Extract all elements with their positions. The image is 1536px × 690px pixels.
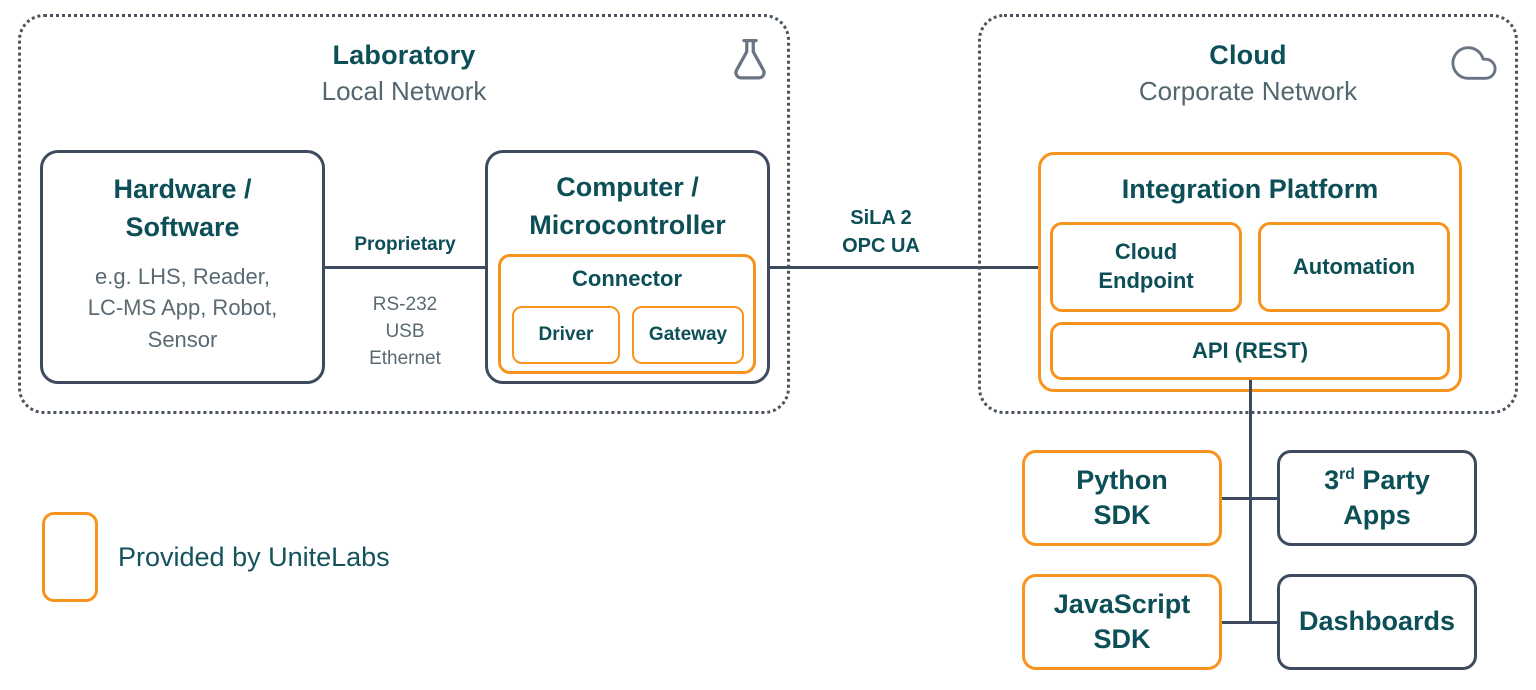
cloud-icon <box>1451 46 1497 80</box>
api-rest-box: API (REST) <box>1050 322 1450 380</box>
protocol-ethernet: Ethernet <box>369 347 441 369</box>
hardware-software-title: Hardware / Software <box>43 171 322 247</box>
third-party-apps-label: 3rd Party Apps <box>1280 453 1474 543</box>
gateway-box: Gateway <box>632 306 744 364</box>
computer-title-line1: Computer / <box>556 172 699 202</box>
laboratory-title: Laboratory <box>332 40 476 70</box>
hardware-title-line1: Hardware / <box>113 174 252 204</box>
cloud-header: Cloud Corporate Network <box>978 38 1518 108</box>
dashboards-box: Dashboards <box>1277 574 1477 670</box>
gateway-label: Gateway <box>648 324 728 345</box>
hardware-desc-line3: Sensor <box>147 327 218 353</box>
api-consumers-trunk-line <box>1249 380 1252 623</box>
legend-swatch <box>42 512 98 602</box>
wan-protocol-label: SiLA 2 OPC UA <box>810 204 952 260</box>
third-party-apps-box: 3rd Party Apps <box>1277 450 1477 546</box>
cloud-title: Cloud <box>1209 40 1287 70</box>
hardware-desc-line1: e.g. LHS, Reader, <box>95 263 270 289</box>
proprietary-label: Proprietary <box>325 234 485 256</box>
automation-box: Automation <box>1258 222 1450 312</box>
hardware-computer-link-line <box>325 266 485 269</box>
dashboards-label: Dashboards <box>1298 606 1456 637</box>
hardware-software-examples: e.g. LHS, Reader, LC-MS App, Robot, Sens… <box>43 261 322 357</box>
automation-label: Automation <box>1292 253 1416 279</box>
javascript-sdk-line2: SDK <box>1093 624 1151 654</box>
consumers-row1-stub-line <box>1222 497 1277 500</box>
javascript-sdk-box: JavaScript SDK <box>1022 574 1222 670</box>
lab-cloud-link-line <box>770 266 1038 269</box>
laboratory-subtitle: Local Network <box>321 75 487 106</box>
third-party-number: 3 <box>1324 464 1340 495</box>
third-party-line1: 3rd Party <box>1324 463 1430 498</box>
cloud-subtitle: Corporate Network <box>1138 75 1358 106</box>
laboratory-header: Laboratory Local Network <box>18 38 790 108</box>
javascript-sdk-label: JavaScript SDK <box>1025 577 1219 667</box>
protocol-labels: RS-232 USB Ethernet <box>325 288 485 373</box>
flask-icon <box>734 39 766 80</box>
hardware-software-box: Hardware / Software e.g. LHS, Reader, LC… <box>40 150 325 384</box>
computer-title: Computer / Microcontroller <box>488 169 767 245</box>
legend-label: Provided by UniteLabs <box>118 541 390 572</box>
hardware-desc-line2: LC-MS App, Robot, <box>87 295 278 321</box>
cloud-endpoint-line2: Endpoint <box>1098 268 1194 293</box>
python-sdk-line1: Python <box>1076 464 1168 495</box>
protocol-list: RS-232 USB Ethernet <box>325 292 485 373</box>
cloud-endpoint-box: Cloud Endpoint <box>1050 222 1242 312</box>
protocol-usb: USB <box>385 320 425 342</box>
wan-label-sila2: SiLA 2 <box>850 207 912 229</box>
cloud-endpoint-label: Cloud Endpoint <box>1053 225 1239 309</box>
proprietary-label-text: Proprietary <box>354 234 456 255</box>
hardware-title-line2: Software <box>125 211 240 242</box>
python-sdk-label: Python SDK <box>1025 453 1219 543</box>
protocol-rs232: RS-232 <box>372 294 438 315</box>
third-party-line2: Apps <box>1343 500 1411 530</box>
third-party-party: Party <box>1354 464 1430 495</box>
consumers-row2-stub-line <box>1222 621 1277 624</box>
javascript-sdk-line1: JavaScript <box>1053 588 1191 619</box>
computer-title-line2: Microcontroller <box>529 209 726 240</box>
integration-platform-title: Integration Platform <box>1121 174 1379 204</box>
third-party-ordinal: rd <box>1339 465 1355 483</box>
driver-label: Driver <box>538 324 594 345</box>
python-sdk-line2: SDK <box>1093 500 1151 530</box>
driver-box: Driver <box>512 306 620 364</box>
cloud-endpoint-line1: Cloud <box>1114 239 1178 265</box>
python-sdk-box: Python SDK <box>1022 450 1222 546</box>
wan-label-opcua: OPC UA <box>842 235 920 257</box>
api-rest-label: API (REST) <box>1191 337 1309 363</box>
laboratory-region <box>18 14 790 414</box>
connector-title: Connector <box>572 266 682 291</box>
cloud-region <box>978 14 1518 414</box>
